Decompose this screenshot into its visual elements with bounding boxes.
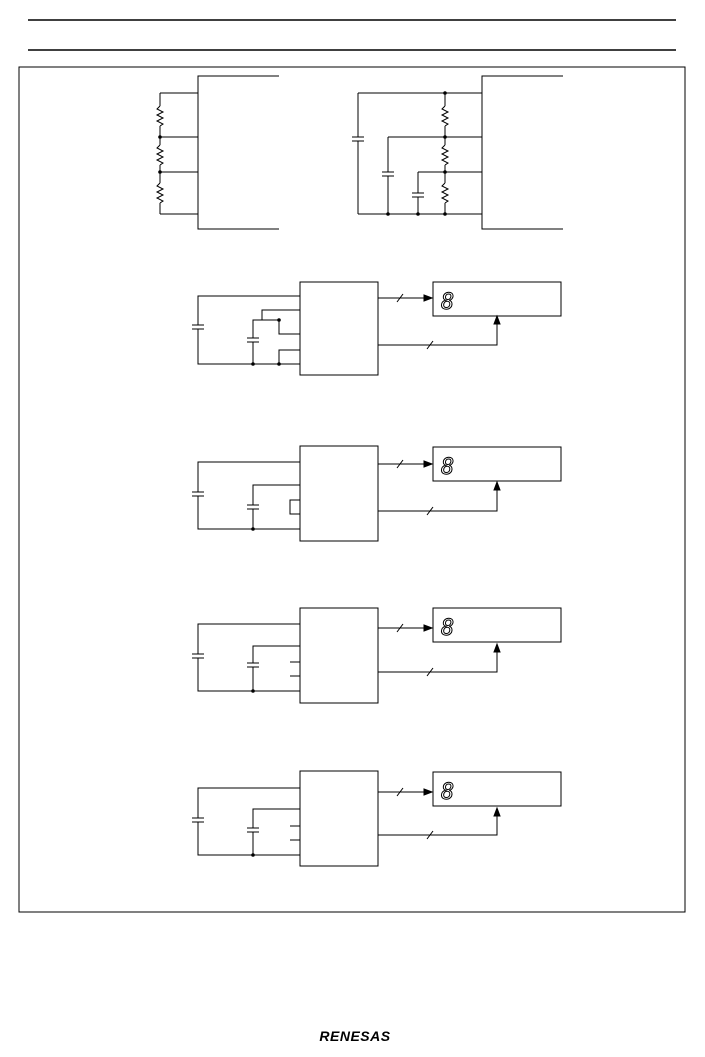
resistor-r1 <box>155 105 165 127</box>
resistor-r6 <box>440 182 450 204</box>
resistor-r3 <box>155 182 165 204</box>
chip-body-2 <box>299 445 379 542</box>
chip-outline-a <box>197 75 279 230</box>
resistor-r2 <box>155 144 165 166</box>
circuit-resistor-capacitor-divider <box>352 75 563 230</box>
circuit-lcd-drive-2: 8 <box>192 445 562 542</box>
resistor-r4 <box>440 105 450 127</box>
renesas-logo: RENESAS <box>319 1028 391 1044</box>
figure-frame <box>18 66 686 913</box>
lcd-panel-3 <box>432 607 562 643</box>
circuit-resistor-divider <box>155 75 279 230</box>
lcd-digit-4: 8 <box>441 780 454 805</box>
resistor-r5 <box>440 144 450 166</box>
circuit-lcd-drive-4: 8 <box>192 770 562 867</box>
chip-body-3 <box>299 607 379 704</box>
chip-body-4 <box>299 770 379 867</box>
lcd-digit-3: 8 <box>441 616 454 641</box>
lcd-digit-2: 8 <box>441 455 454 480</box>
circuit-lcd-drive-3: 8 <box>192 607 562 704</box>
lcd-digit-1: 8 <box>441 290 454 315</box>
circuit-lcd-drive-1: 8 <box>192 281 562 376</box>
chip-outline-b <box>481 75 563 230</box>
chip-body-1 <box>299 281 379 376</box>
lcd-panel-4 <box>432 771 562 807</box>
